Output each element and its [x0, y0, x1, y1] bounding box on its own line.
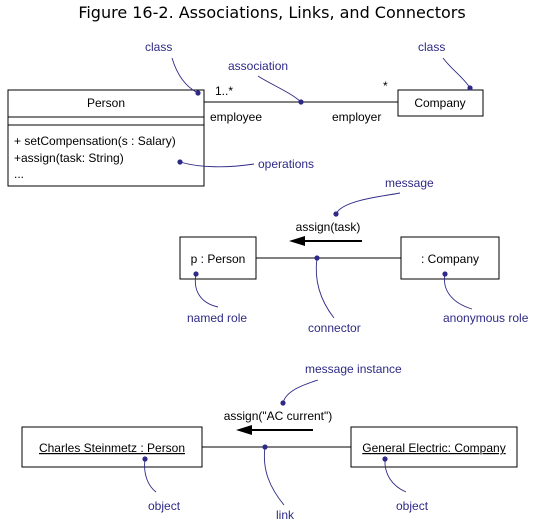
multiplicity-left: 1..* — [215, 84, 233, 98]
leader-message — [335, 192, 401, 215]
annotation-class-left: class — [145, 40, 172, 54]
annotation-connector: connector — [308, 321, 361, 335]
figure-title: Figure 16-2. Associations, Links, and Co… — [78, 3, 465, 22]
leader-class-left — [171, 57, 199, 94]
leader-association — [257, 75, 302, 103]
annotation-message: message — [385, 176, 434, 190]
annotation-named-role: named role — [187, 311, 247, 325]
leader-link — [263, 446, 285, 506]
annotation-anonymous-role: anonymous role — [443, 311, 529, 325]
message-assign-task: assign(task) — [296, 220, 361, 234]
role-employer: employer — [332, 110, 381, 124]
marker-class-right — [467, 85, 473, 91]
person-class-name: Person — [87, 96, 125, 110]
operation-set-compensation: + setCompensation(s : Salary) — [14, 134, 176, 148]
leader-object-left — [144, 458, 157, 493]
company-class-name: Company — [414, 96, 465, 110]
message-assign-ac-current: assign("AC current") — [224, 409, 333, 423]
marker-class-left — [195, 90, 201, 96]
person-class-box — [7, 89, 205, 187]
annotation-object-left: object — [148, 499, 181, 513]
annotation-class-right: class — [418, 40, 445, 54]
message-arrowhead — [289, 236, 305, 246]
annotation-link: link — [276, 508, 295, 522]
annotation-association: association — [228, 59, 288, 73]
leader-class-right — [442, 57, 471, 89]
marker-association — [298, 99, 304, 105]
leader-object-right — [384, 458, 407, 493]
operation-assign: +assign(task: String) — [14, 151, 124, 165]
multiplicity-right: * — [383, 79, 388, 93]
company-class-box — [397, 89, 484, 117]
marker-operations — [177, 159, 183, 165]
object-charles-steinmetz: Charles Steinmetz : Person — [39, 441, 185, 455]
marker-message-instance — [280, 400, 286, 406]
leader-anonymous-role — [444, 273, 473, 310]
operation-ellipsis: ... — [14, 167, 24, 181]
message-instance-arrowhead — [236, 425, 252, 435]
leader-operations — [179, 161, 255, 168]
annotation-object-right: object — [396, 499, 429, 513]
role-box-company — [400, 236, 500, 280]
leader-named-role — [194, 273, 219, 308]
role-box-p-person — [179, 236, 257, 280]
annotation-message-instance: message instance — [305, 362, 402, 376]
marker-message — [333, 211, 339, 217]
leader-message-instance — [282, 379, 319, 404]
leader-connector — [315, 257, 335, 319]
role-employee: employee — [210, 110, 262, 124]
object-general-electric: General Electric: Company — [362, 441, 505, 455]
role-company: : Company — [421, 252, 479, 266]
annotation-operations: operations — [258, 157, 314, 171]
role-p-person: p : Person — [191, 252, 246, 266]
